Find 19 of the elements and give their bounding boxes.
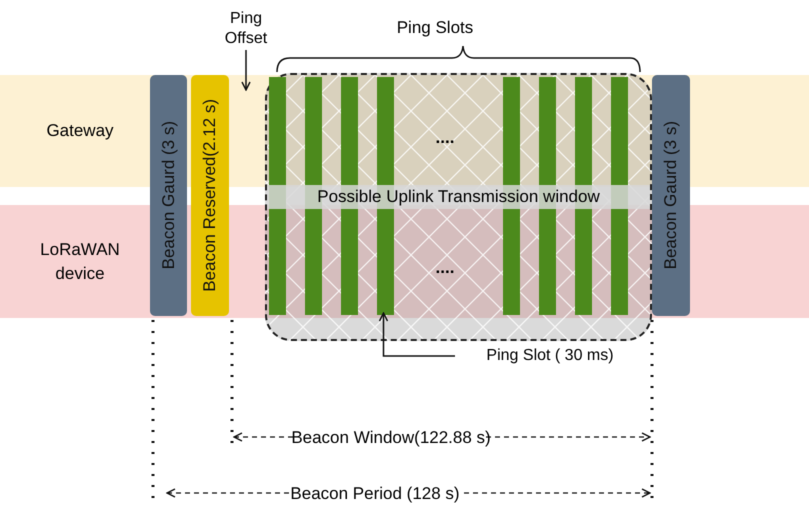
- slot-label: Beacon Gaurd (3 s): [158, 121, 178, 270]
- bracket-label: Ping Slots: [396, 17, 474, 39]
- annotation-text: Ping Slot ( 30 ms): [455, 343, 645, 369]
- ellipsis: ....: [434, 128, 456, 148]
- ellipsis: ....: [434, 258, 456, 278]
- slot-label: Beacon Gaurd (3 s): [661, 121, 681, 270]
- time-slot-bar: [150, 75, 187, 316]
- ping-slot-bar: [269, 77, 286, 315]
- arrow: [241, 50, 251, 91]
- annotation-text: Ping Offset: [216, 8, 276, 50]
- time-slot-bar: [191, 75, 229, 316]
- ping-slot-bar: [611, 77, 628, 315]
- lane-label: Gateway: [45, 120, 115, 142]
- slot-label: Beacon Reserved(2.12 s): [200, 99, 220, 292]
- leader-line: [378, 312, 455, 357]
- window-label: Possible Uplink Transmission window: [267, 185, 650, 209]
- lane-label: LoRaWAN device: [40, 238, 120, 284]
- transmission-window: [265, 73, 652, 341]
- time-slot-bar: [652, 75, 690, 316]
